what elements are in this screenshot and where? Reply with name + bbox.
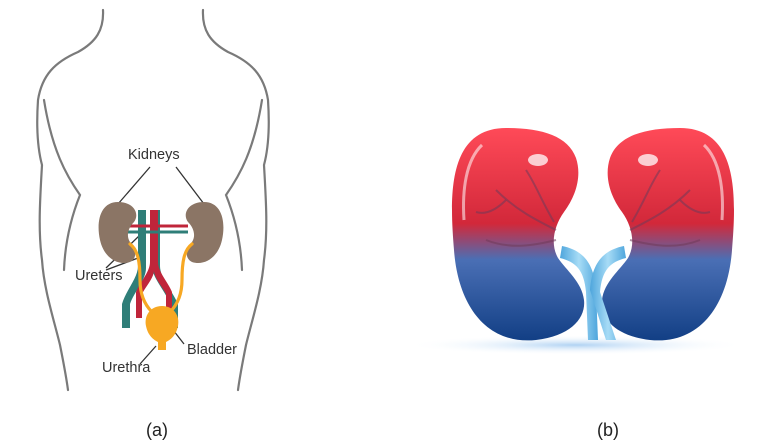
label-urethra: Urethra [102,360,150,376]
kidneys-render [386,0,773,445]
bladder-shape [146,306,179,350]
label-bladder: Bladder [187,342,237,358]
label-ureters: Ureters [75,268,123,284]
caption-a: (a) [146,420,168,441]
right-kidney [186,202,224,263]
urinary-system-diagram: Kidneys Ureters Bladder Urethra (a) [0,0,386,445]
kidney-3d-illustration: (b) [386,0,773,445]
right-kidney-3d [602,128,734,340]
floor-glow [406,335,746,355]
label-kidneys: Kidneys [128,147,180,163]
urinary-system-illustration [0,0,386,445]
caption-b: (b) [597,420,619,441]
left-kidney-3d [452,128,584,340]
